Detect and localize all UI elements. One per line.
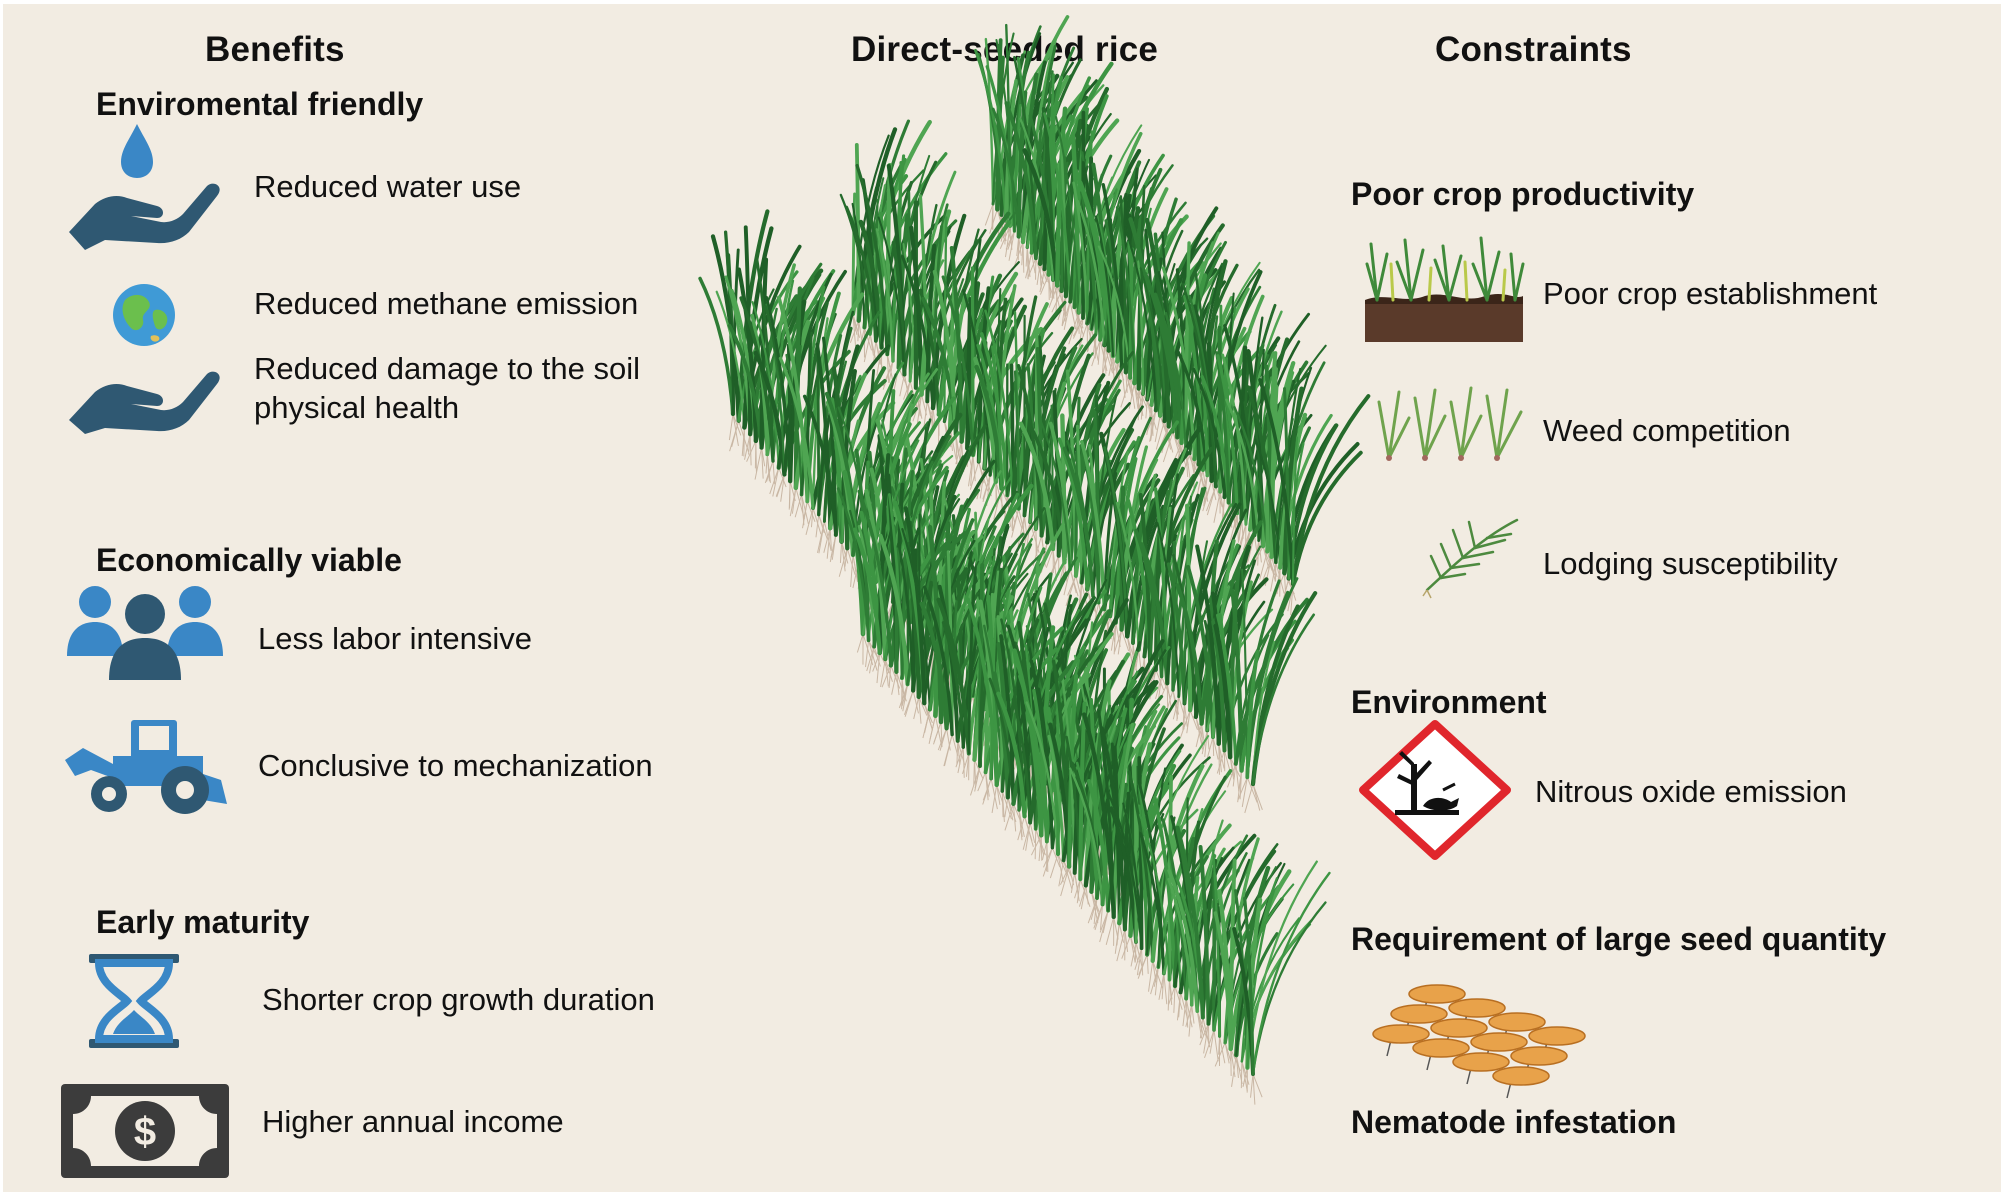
constraints-header: Constraints: [1435, 30, 1632, 69]
seed: [1452, 1052, 1510, 1072]
constraint-lodging: Lodging susceptibility: [1543, 546, 1838, 581]
hourglass-icon: [89, 954, 179, 1048]
benefit-soil-line1: Reduced damage to the soil: [254, 351, 641, 386]
tractor-icon: [65, 720, 227, 814]
dollar-bill-icon: $: [61, 1084, 229, 1178]
seed: [1492, 1066, 1550, 1086]
people-group-icon: [67, 586, 223, 680]
globe-icon: [113, 284, 175, 346]
benefit-methane: Reduced methane emission: [254, 286, 639, 321]
constraint-section-productivity-title: Poor crop productivity: [1351, 176, 1695, 212]
globe-hand-icon: [69, 371, 220, 434]
rice-row: [836, 422, 1331, 1105]
svg-text:$: $: [134, 1110, 156, 1154]
seed: [1412, 1038, 1470, 1058]
environmental-hazard-icon: [1359, 720, 1511, 860]
benefit-section-early-title: Early maturity: [96, 904, 310, 940]
rice-row: [839, 119, 1318, 814]
seed: [1488, 1012, 1546, 1032]
diagram-canvas: Benefits Direct-seeded rice Constraints …: [3, 4, 2001, 1192]
seed: [1528, 1026, 1586, 1046]
benefit-income: Higher annual income: [262, 1104, 564, 1139]
benefit-mechanization: Conclusive to mechanization: [258, 748, 653, 783]
constraint-section-seed-title: Requirement of large seed quantity: [1351, 921, 1887, 957]
seeds-icon: [1372, 984, 1586, 1099]
seed: [1470, 1032, 1528, 1052]
constraint-weed: Weed competition: [1543, 413, 1791, 448]
benefit-section-econ-title: Economically viable: [96, 542, 402, 578]
rice-rows-illustration: [698, 15, 1371, 1105]
benefit-soil-line2: physical health: [254, 390, 460, 425]
constraint-establishment: Poor crop establishment: [1543, 276, 1878, 311]
benefit-labor: Less labor intensive: [258, 621, 532, 656]
seed: [1372, 1024, 1430, 1044]
constraint-section-environment-title: Environment: [1351, 684, 1547, 720]
seed: [1390, 1004, 1448, 1024]
constraint-nitrous: Nitrous oxide emission: [1535, 774, 1847, 809]
seed: [1448, 998, 1506, 1018]
benefit-water: Reduced water use: [254, 169, 522, 204]
weed-icon: [1377, 386, 1523, 461]
hand-water-drop-icon: [69, 124, 220, 250]
constraint-section-nematode-title: Nematode infestation: [1351, 1104, 1677, 1140]
benefits-header: Benefits: [205, 30, 345, 69]
lodging-plant-icon: [1422, 518, 1519, 599]
seed: [1408, 984, 1466, 1004]
benefit-section-env-title: Enviromental friendly: [96, 86, 424, 122]
benefit-growth: Shorter crop growth duration: [262, 982, 655, 1017]
seed: [1430, 1018, 1488, 1038]
seed: [1510, 1046, 1568, 1066]
poor-establishment-icon: [1365, 236, 1525, 342]
